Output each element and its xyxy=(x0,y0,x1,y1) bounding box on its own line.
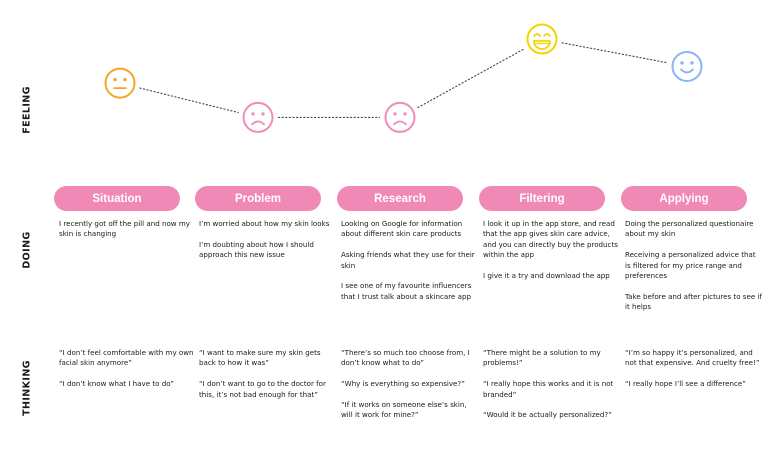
doing-text: I see one of my favourite influencers th… xyxy=(341,281,472,301)
thinking-text: “If it works on someone else’s skin, wil… xyxy=(341,400,467,420)
eye xyxy=(251,112,255,116)
doing-text: I’m worried about how my skin looks xyxy=(199,219,330,228)
eye xyxy=(393,112,397,116)
doing-text: Take before and after pictures to see if… xyxy=(625,291,762,312)
eye xyxy=(123,77,127,82)
doing-text: Doing the personalized questionaire abou… xyxy=(625,219,754,239)
thinking-applying: “I’m so happy it’s personalized, and not… xyxy=(625,348,763,390)
thinking-text: “There might be a solution to my problem… xyxy=(483,348,601,368)
thinking-text: “Why is everything so expensive?” xyxy=(341,379,465,389)
eye xyxy=(533,33,541,37)
sad-face-icon xyxy=(384,101,416,133)
thinking-text: “I’m so happy it’s personalized, and not… xyxy=(625,348,760,368)
face-outline xyxy=(384,101,416,133)
doing-text: I look it up in the app store, and read … xyxy=(483,219,618,260)
mouth xyxy=(393,120,407,126)
thinking-text: “I don’t want to go to the doctor for th… xyxy=(199,379,326,399)
eye xyxy=(543,33,551,37)
eye xyxy=(113,77,117,82)
thinking-text: “Would it be actually personalized?” xyxy=(483,410,612,420)
face-outline xyxy=(526,23,558,55)
doing-situation: I recently got off the pill and now my s… xyxy=(59,219,197,240)
feeling-faces xyxy=(104,23,703,133)
thinking-problem: “I want to make sure my skin gets back t… xyxy=(199,348,337,400)
phase-pill-filtering: Filtering xyxy=(479,186,605,211)
happy-face-icon xyxy=(671,50,703,82)
feeling-connector xyxy=(417,48,525,109)
face-outline xyxy=(104,67,136,99)
doing-text: Asking friends what they use for their s… xyxy=(341,250,475,270)
thinking-text: “I don’t know what I have to do” xyxy=(59,379,174,389)
doing-text: I’m doubting about how I should approach… xyxy=(199,239,314,260)
feeling-connector xyxy=(139,87,239,114)
row-label-thinking: THINKING xyxy=(21,360,33,416)
eye xyxy=(690,61,694,65)
feeling-connectors xyxy=(139,42,668,118)
mouth xyxy=(680,68,694,74)
doing-filtering: I look it up in the app store, and read … xyxy=(483,219,621,281)
doing-text: Receiving a personalized advice that is … xyxy=(625,250,756,281)
thinking-text: “I really hope this works and it is not … xyxy=(483,379,614,399)
thinking-situation: “I don’t feel comfortable with my own fa… xyxy=(59,348,197,390)
doing-text: I recently got off the pill and now my s… xyxy=(59,219,190,239)
neutral-face-icon xyxy=(104,67,136,99)
thinking-text: “I don’t feel comfortable with my own fa… xyxy=(59,348,194,368)
feeling-connector xyxy=(561,42,668,64)
face-outline xyxy=(242,101,274,133)
thinking-filtering: “There might be a solution to my problem… xyxy=(483,348,621,421)
eye xyxy=(261,112,265,116)
thinking-text: “I really hope I’ll see a difference” xyxy=(625,379,746,389)
phase-pill-problem: Problem xyxy=(195,186,321,211)
mouth xyxy=(251,120,265,126)
thinking-text: “I want to make sure my skin gets back t… xyxy=(199,348,321,368)
phase-pill-applying: Applying xyxy=(621,186,747,211)
thinking-text: “There’s so much too choose from, I don’… xyxy=(341,348,470,368)
doing-applying: Doing the personalized questionaire abou… xyxy=(625,219,763,313)
feeling-curve xyxy=(104,23,703,133)
eye xyxy=(680,61,684,65)
doing-text: I give it a try and download the app xyxy=(483,271,610,281)
phase-pill-situation: Situation xyxy=(54,186,180,211)
doing-research: Looking on Google for information about … xyxy=(341,219,479,302)
face-outline xyxy=(671,50,703,82)
eye xyxy=(403,112,407,116)
row-label-doing: DOING xyxy=(21,231,33,269)
mouth xyxy=(533,40,551,50)
phase-pill-research: Research xyxy=(337,186,463,211)
doing-problem: I’m worried about how my skin looks I’m … xyxy=(199,219,337,261)
sad-face-icon xyxy=(242,101,274,133)
thinking-research: “There’s so much too choose from, I don’… xyxy=(341,348,479,421)
very-happy-face-icon xyxy=(526,23,558,55)
doing-text: Looking on Google for information about … xyxy=(341,219,463,239)
